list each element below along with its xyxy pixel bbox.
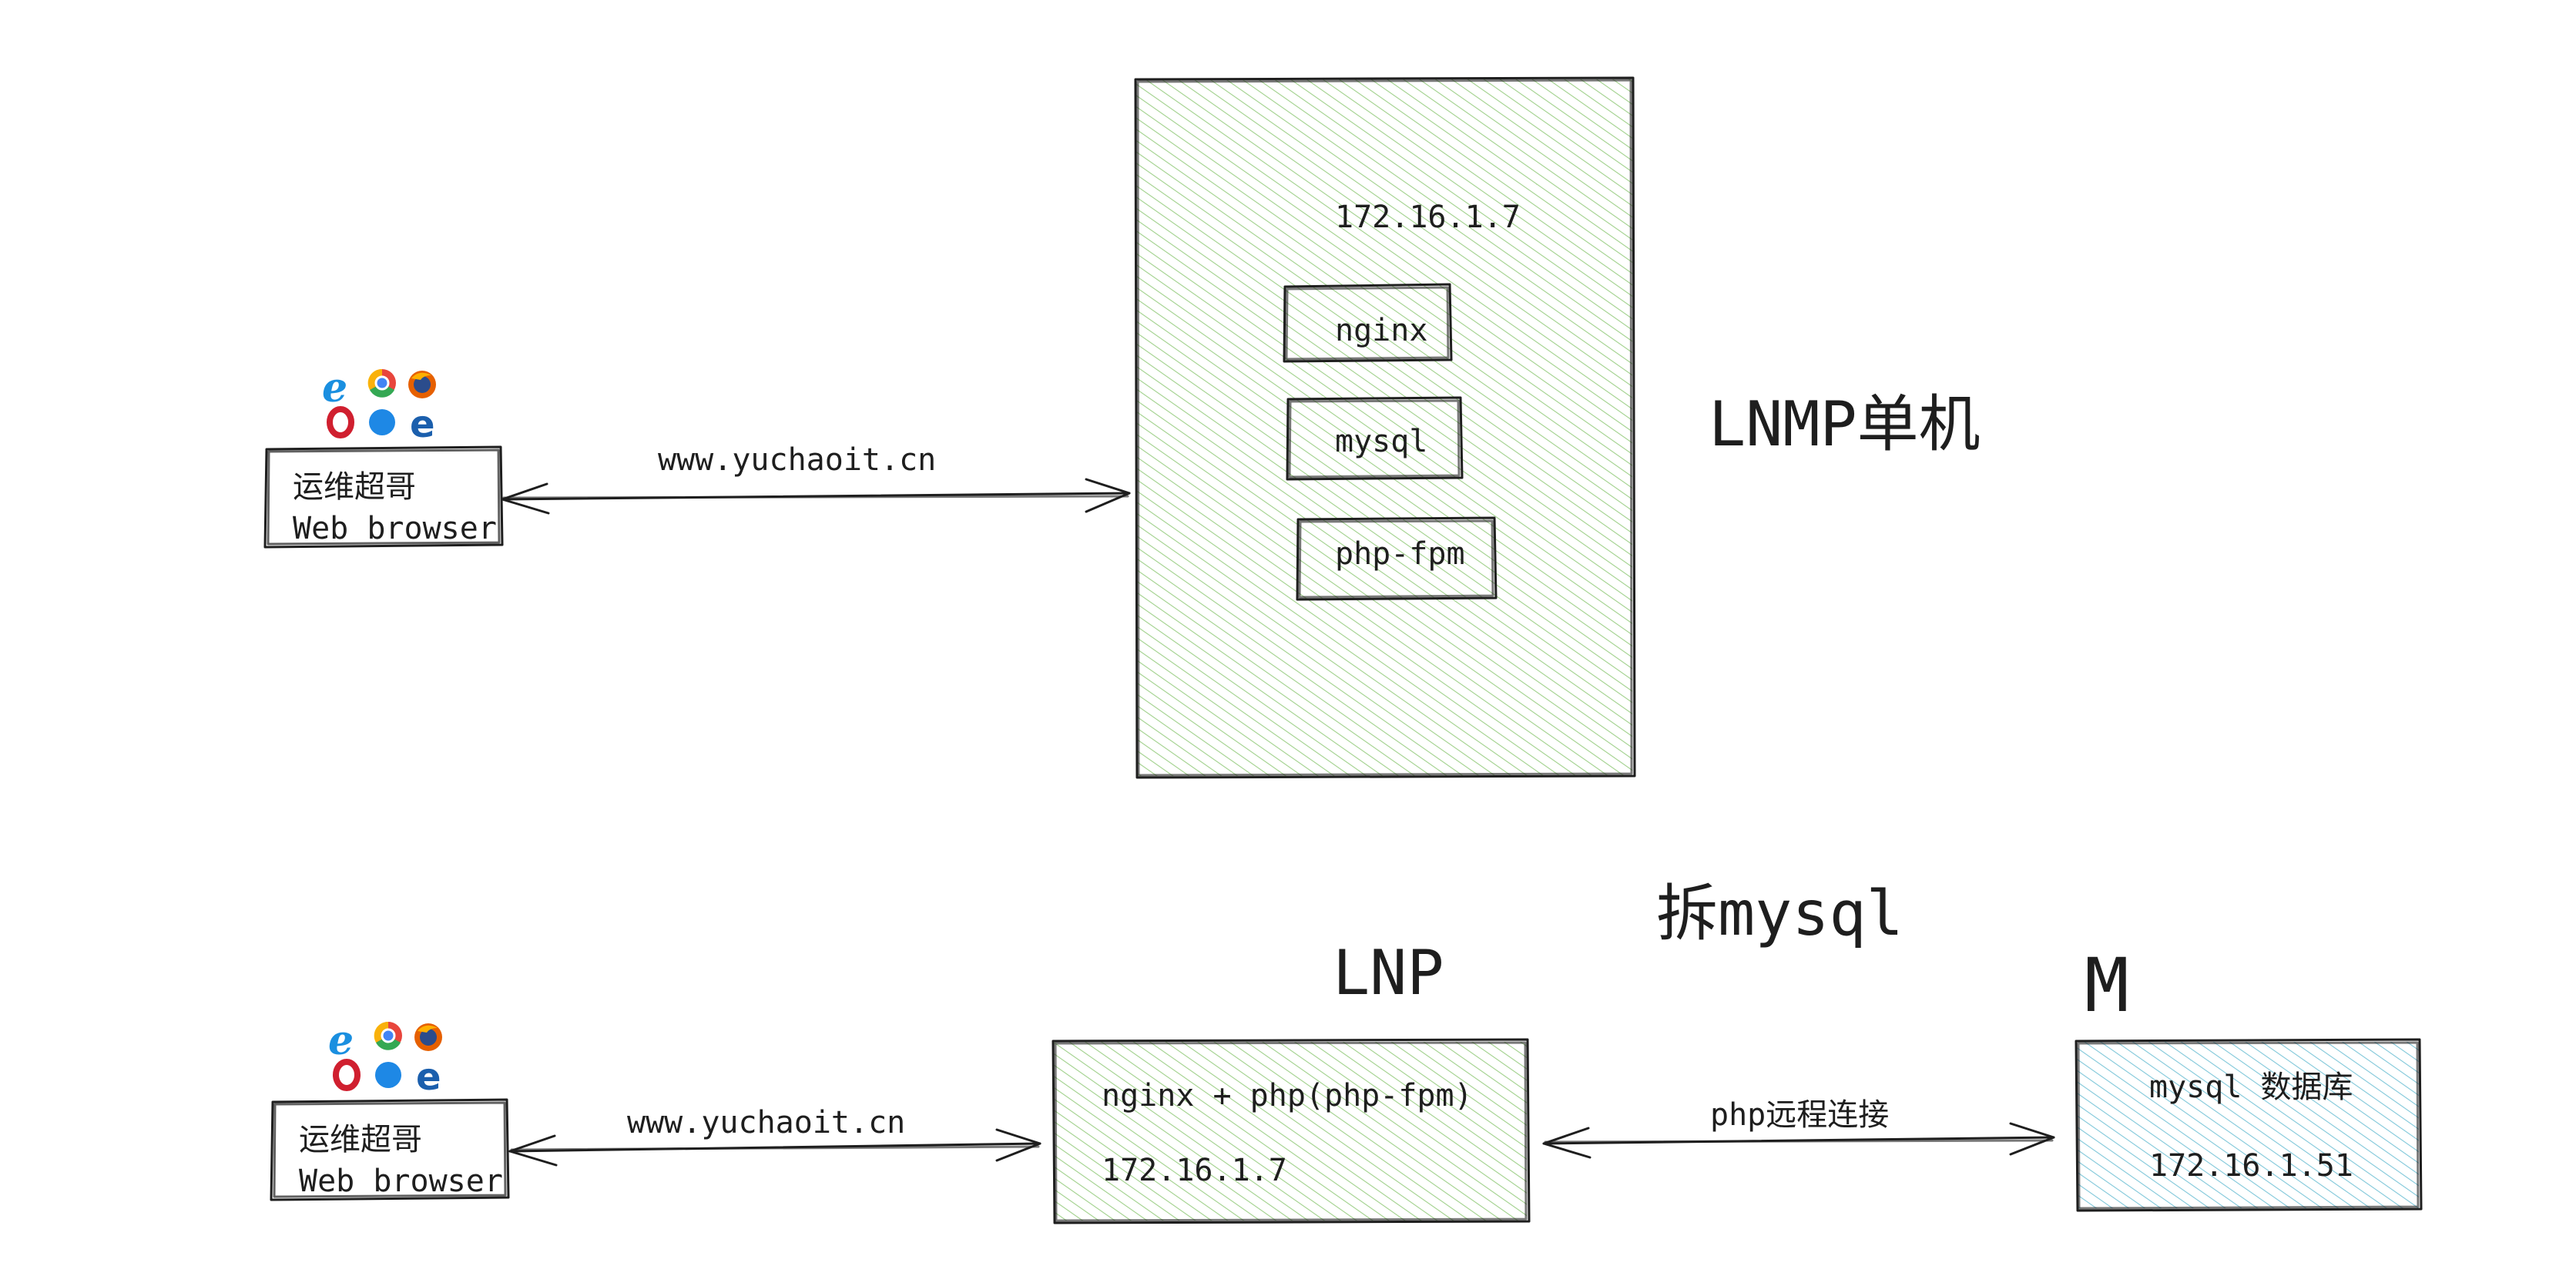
svg-text:e: e <box>416 1056 441 1099</box>
component-nginx: nginx <box>1283 283 1453 363</box>
db-box: mysql 数据库 172.16.1.51 <box>2075 1038 2423 1212</box>
browser-label-line1: 运维超哥 <box>293 469 416 505</box>
browser-icons-bottom: e e <box>328 1017 442 1099</box>
link-label-top: www.yuchaoit.cn <box>658 442 936 478</box>
arrow-browser-to-lnp[interactable] <box>508 1128 1041 1167</box>
svg-text:e: e <box>410 403 435 446</box>
component-mysql-label: mysql <box>1335 424 1427 459</box>
svg-text:e: e <box>322 364 347 411</box>
remote-connection-label: php远程连接 <box>1710 1097 1889 1133</box>
title-lnmp-single: LNMP单机 <box>1709 388 1981 460</box>
component-php-fpm-label: php-fpm <box>1335 536 1465 572</box>
ie-icon: e <box>322 364 347 411</box>
link-label-bottom: www.yuchaoit.cn <box>627 1105 905 1140</box>
lnp-line2: 172.16.1.7 <box>1102 1153 1287 1188</box>
browser-box-top: 运维超哥 Web browser <box>263 445 504 549</box>
component-nginx-label: nginx <box>1335 313 1427 348</box>
browser-box-bottom: 运维超哥 Web browser <box>270 1098 510 1201</box>
browser-label-line2-bottom: Web browser <box>299 1164 503 1199</box>
firefox-icon <box>414 1023 442 1051</box>
db-line1: mysql 数据库 <box>2149 1070 2353 1105</box>
title-split-mysql: 拆mysql <box>1656 878 1903 949</box>
ie-icon: e <box>328 1017 354 1064</box>
edge-icon: e <box>410 403 435 446</box>
firefox-icon <box>408 371 436 398</box>
chrome-icon <box>374 1021 402 1050</box>
edge-icon: e <box>416 1056 441 1099</box>
component-mysql: mysql <box>1286 396 1464 481</box>
arrow-lnp-to-db[interactable] <box>1542 1122 2055 1159</box>
chrome-icon <box>367 368 396 398</box>
title-lnp: LNP <box>1333 937 1444 1009</box>
svg-text:e: e <box>328 1017 354 1064</box>
db-line2: 172.16.1.51 <box>2149 1148 2353 1184</box>
title-m: M <box>2085 942 2129 1029</box>
lnp-line1: nginx + php(php-fpm) <box>1102 1078 1473 1113</box>
browser-label-line1-bottom: 运维超哥 <box>299 1122 422 1157</box>
server-ip-top: 172.16.1.7 <box>1335 200 1521 235</box>
arrow-browser-to-server-top[interactable] <box>501 478 1131 515</box>
browser-icons-top: e e <box>322 364 436 446</box>
opera-icon <box>333 1059 361 1091</box>
safari-icon <box>375 1062 401 1088</box>
server-box-top: 172.16.1.7 nginx mysql php-fpm <box>1134 76 1636 779</box>
safari-icon <box>369 409 395 435</box>
browser-label-line2: Web browser <box>293 511 497 546</box>
opera-icon <box>327 406 354 438</box>
component-php-fpm: php-fpm <box>1296 516 1498 601</box>
lnp-box: nginx + php(php-fpm) 172.16.1.7 <box>1052 1038 1531 1224</box>
